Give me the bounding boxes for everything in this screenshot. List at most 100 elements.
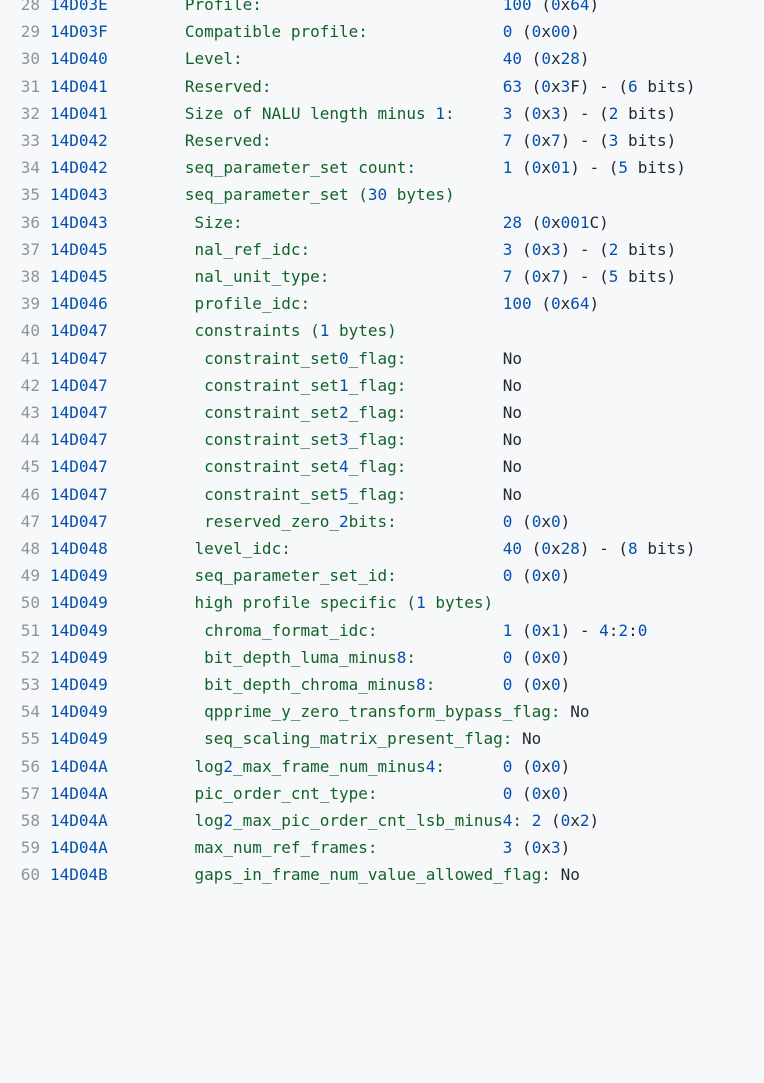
offset-address: 14D043 (50, 212, 108, 232)
line-number: 55 (20, 729, 40, 749)
line-number: 53 (20, 675, 40, 694)
field-value: No (502, 457, 523, 477)
field-value: 0 (0x0) (502, 675, 571, 694)
code-line: 14D047 constraint_set1_flag: No (50, 372, 721, 399)
code-line: 14D045 nal_unit_type: 7 (0x7) - (5 bits) (50, 263, 721, 290)
field-value: 0 (0x0) (502, 647, 571, 667)
field-name: Reserved: (184, 76, 272, 96)
offset-address: 14D049 (50, 702, 108, 722)
offset-address: 14D048 (50, 539, 108, 558)
code-line: 14D047 reserved_zero_2bits: 0 (0x0) (50, 508, 721, 535)
line-number: 45 (20, 457, 40, 477)
code-line: 14D042 seq_parameter_set count: 1 (0x01)… (50, 154, 721, 181)
code-line: 14D040 Level: 40 (0x28) (50, 45, 721, 72)
code-line: 14D047 constraints (1 bytes) (50, 317, 721, 344)
line-number: 33 (20, 131, 40, 150)
code-line: 14D049 chroma_format_idc: 1 (0x1) - 4:2:… (50, 617, 721, 644)
offset-address: 14D042 (50, 158, 108, 178)
line-number: 50 (20, 593, 40, 613)
offset-address: 14D03E (50, 0, 108, 14)
offset-address: 14D04A (50, 838, 108, 858)
field-name: seq_scaling_matrix_present_flag: (204, 729, 513, 749)
code-line: 14D049 bit_depth_luma_minus8: 0 (0x0) (50, 644, 721, 671)
field-value: 100 (0x64) (502, 294, 600, 314)
line-number: 49 (20, 566, 40, 586)
field-name: seq_parameter_set (30 bytes) (184, 185, 455, 205)
offset-address: 14D047 (50, 511, 108, 531)
field-value: 40 (0x28) (502, 49, 590, 69)
line-number: 34 (20, 158, 40, 178)
field-value: 2 (0x2) (531, 811, 600, 830)
offset-address: 14D047 (50, 321, 108, 341)
line-number: 44 (20, 430, 40, 450)
field-name: high profile specific (1 bytes) (194, 593, 494, 613)
field-value: 3 (0x3) - (2 bits) (502, 103, 677, 123)
field-value: No (502, 484, 523, 504)
offset-address: 14D04B (50, 865, 108, 885)
code-line: 14D04A log2_max_frame_num_minus4: 0 (0x0… (50, 753, 721, 780)
offset-address: 14D047 (50, 348, 108, 368)
line-number: 29 (20, 22, 40, 42)
line-number: 48 (20, 539, 40, 558)
field-value: 1 (0x1) - 4:2:0 (502, 620, 648, 640)
field-name: constraint_set5_flag: (204, 484, 407, 504)
field-value: 0 (0x0) (502, 566, 571, 586)
line-number: 39 (20, 294, 40, 314)
field-name: constraint_set4_flag: (204, 457, 407, 477)
field-name: log2_max_pic_order_cnt_lsb_minus4: (194, 811, 523, 830)
code-line: 14D04B gaps_in_frame_num_value_allowed_f… (50, 861, 721, 888)
code-line: 14D04A pic_order_cnt_type: 0 (0x0) (50, 780, 721, 807)
offset-address: 14D04A (50, 756, 108, 776)
code-line: 14D047 constraint_set0_flag: No (50, 345, 721, 372)
offset-address: 14D046 (50, 294, 108, 314)
offset-address: 14D049 (50, 729, 108, 749)
field-value: 100 (0x64) (502, 0, 600, 14)
line-number: 37 (20, 239, 40, 259)
code-line: 14D048 level_idc: 40 (0x28) - (8 bits) (50, 535, 721, 562)
field-value: No (560, 865, 580, 885)
offset-address: 14D049 (50, 566, 108, 586)
line-number: 38 (20, 267, 40, 286)
field-value: 0 (0x0) (502, 511, 571, 531)
field-value: No (502, 403, 523, 422)
field-value: No (502, 375, 523, 395)
field-value: 3 (0x3) - (2 bits) (502, 239, 677, 259)
field-name: qpprime_y_zero_transform_bypass_flag: (204, 702, 561, 722)
code-line: 14D04A log2_max_pic_order_cnt_lsb_minus4… (50, 807, 721, 834)
field-name: Reserved: (184, 131, 272, 150)
field-value: 1 (0x01) - (5 bits) (502, 158, 686, 178)
field-name: constraint_set0_flag: (204, 348, 407, 368)
field-name: bit_depth_luma_minus8: (204, 647, 417, 667)
field-value: 28 (0x001C) (502, 212, 609, 232)
line-number: 54 (20, 702, 40, 722)
field-value: 7 (0x7) - (5 bits) (502, 267, 677, 286)
offset-address: 14D049 (50, 620, 108, 640)
offset-address: 14D047 (50, 457, 108, 477)
field-value: No (502, 348, 523, 368)
field-name: seq_parameter_set count: (184, 158, 417, 178)
field-value: No (570, 702, 590, 722)
line-number: 56 (20, 756, 40, 776)
offset-address: 14D045 (50, 239, 108, 259)
offset-address: 14D042 (50, 131, 108, 150)
field-value: 0 (0x0) (502, 756, 571, 776)
line-number: 46 (20, 484, 40, 504)
line-number: 47 (20, 511, 40, 531)
offset-address: 14D047 (50, 375, 108, 395)
field-name: Size of NALU length minus 1: (184, 103, 455, 123)
line-number: 58 (20, 811, 40, 830)
field-name: log2_max_frame_num_minus4: (194, 756, 445, 776)
field-name: nal_ref_idc: (194, 239, 311, 259)
code-line: 14D04A max_num_ref_frames: 3 (0x3) (50, 834, 721, 861)
code-line: 14D049 high profile specific (1 bytes) (50, 589, 721, 616)
field-name: Size: (194, 212, 243, 232)
offset-address: 14D045 (50, 267, 108, 286)
line-number: 57 (20, 783, 40, 803)
offset-address: 14D047 (50, 403, 108, 422)
code-line: 14D047 constraint_set3_flag: No (50, 426, 721, 453)
code-line: 14D047 constraint_set5_flag: No (50, 481, 721, 508)
field-value: 0 (0x00) (502, 22, 580, 42)
code-line: 14D046 profile_idc: 100 (0x64) (50, 290, 721, 317)
field-value: No (502, 430, 523, 450)
field-name: profile_idc: (194, 294, 311, 314)
